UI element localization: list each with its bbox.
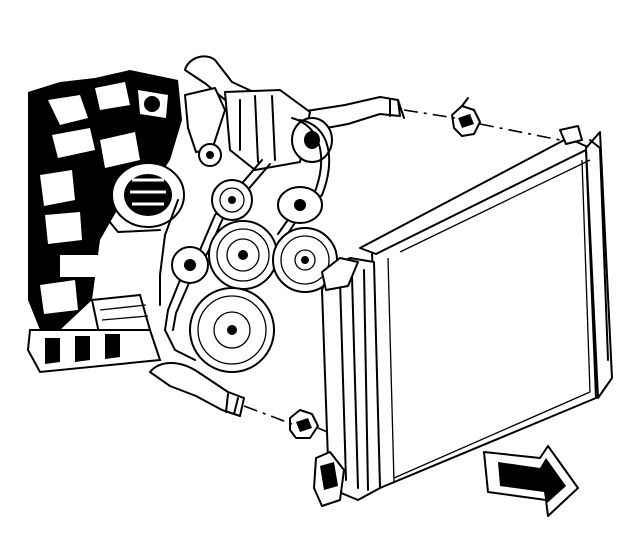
- alternator: [99, 162, 185, 233]
- upper-guide-line: [403, 109, 456, 119]
- tensioner-pulley: [277, 186, 323, 224]
- upper-hose-clamp: [451, 97, 481, 137]
- power-steering-pump: [224, 89, 333, 171]
- lower-hose-clamp: [289, 409, 319, 439]
- water-outlet: [184, 87, 226, 167]
- water-pump-pulley: [208, 220, 278, 290]
- ac-compressor-pulley: [272, 227, 338, 293]
- radiator: [313, 125, 613, 507]
- engine-block: [26, 70, 182, 374]
- lower-radiator-hose: [149, 362, 245, 417]
- idler-pulley-left: [171, 246, 209, 284]
- pulleys: [171, 179, 338, 373]
- crankshaft-balancer: [189, 287, 275, 373]
- lower-guide-line: [243, 405, 293, 425]
- direction-arrow: [483, 445, 579, 517]
- idler-pulley-top: [211, 179, 253, 221]
- upper-guide-line-2: [479, 123, 561, 141]
